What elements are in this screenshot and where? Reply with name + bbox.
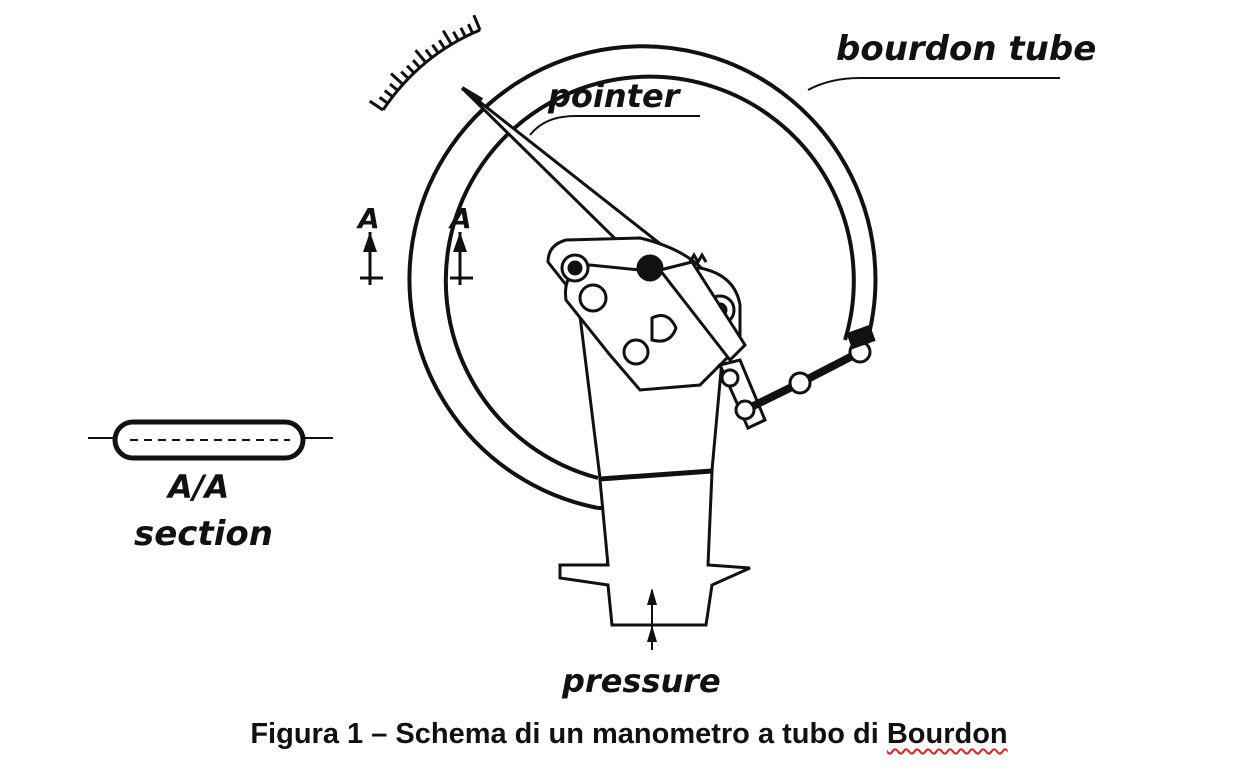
caption-flagged-word: Bourdon [886, 718, 1008, 750]
figure-caption: Figura 1 – Schema di un manometro a tubo… [0, 706, 1258, 762]
scale-tick [441, 29, 453, 46]
scale-tick [414, 49, 427, 64]
scale-tick [438, 39, 447, 50]
scale-tick [378, 96, 389, 105]
scale-tick [424, 48, 434, 59]
label-section-mark-left: A [356, 202, 380, 235]
scale-ticks [368, 14, 482, 112]
linkage-chain [720, 324, 876, 421]
leader-lines [529, 77, 1060, 136]
scale-tick [390, 72, 404, 86]
gauge-scale [381, 28, 481, 111]
scale-tick [405, 64, 416, 75]
scale-tick [389, 82, 399, 92]
scale-tick [412, 59, 421, 69]
scale-tick [452, 30, 460, 42]
caption-text: Figura 1 – Schema di un manometro a tubo… [250, 718, 887, 750]
scale-tick [459, 27, 467, 38]
scale-tick [400, 70, 410, 80]
label-section-word: section [134, 514, 273, 554]
label-pointer: pointer [547, 77, 682, 115]
scale-tick [368, 99, 384, 112]
bourdon-gauge-diagram: bourdon tube pointer A A A/A section pre… [88, 14, 1096, 700]
socket-fitting [558, 470, 751, 650]
label-section-mark-right: A [448, 202, 472, 235]
tube-cross-section [88, 419, 333, 461]
scale-tick [383, 89, 394, 98]
label-bourdon-tube: bourdon tube [836, 29, 1096, 69]
label-pressure: pressure [561, 662, 721, 700]
scale-tick [472, 14, 482, 31]
section-line-marks [360, 232, 473, 285]
scale-tick [467, 23, 474, 34]
scale-tick [431, 43, 440, 54]
label-section-name: A/A [165, 468, 229, 506]
